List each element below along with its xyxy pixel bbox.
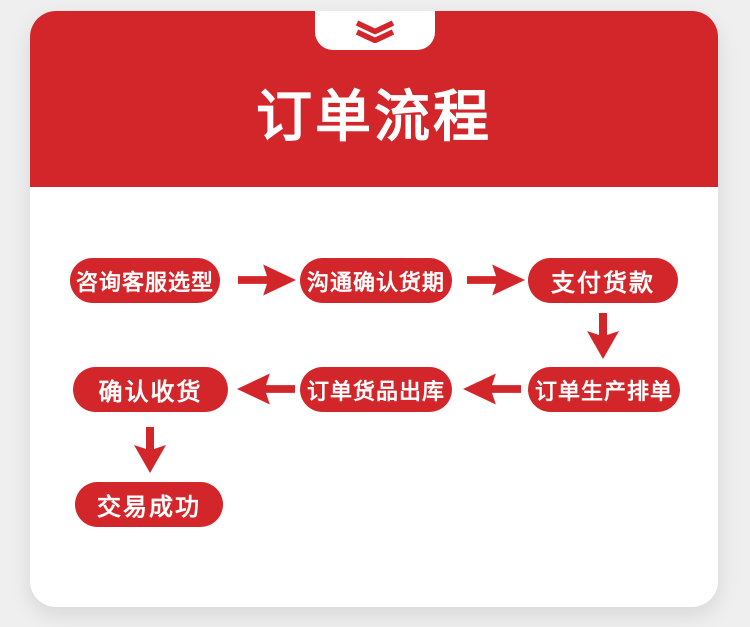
step-transaction-success: 交易成功 bbox=[75, 482, 223, 527]
arrow-down-icon bbox=[134, 427, 166, 473]
step-confirm-receipt: 确认收货 bbox=[73, 367, 228, 412]
step-consult-service: 咨询客服选型 bbox=[70, 258, 220, 303]
step-pay: 支付货款 bbox=[528, 258, 678, 303]
step-confirm-delivery-date: 沟通确认货期 bbox=[300, 258, 452, 303]
step-goods-shipped: 订单货品出库 bbox=[300, 367, 452, 412]
arrow-down-icon bbox=[587, 313, 619, 359]
double-chevron-down-icon bbox=[355, 20, 395, 43]
arrow-right-icon bbox=[467, 264, 525, 296]
arrow-left-icon bbox=[237, 373, 295, 405]
step-production-scheduling: 订单生产排单 bbox=[528, 367, 680, 412]
page-title: 订单流程 bbox=[256, 85, 492, 148]
order-process-card: 订单流程 咨询客服选型 沟通确认货期 支付货款 确认收货 订单货品出库 订单生产… bbox=[30, 11, 718, 607]
arrow-left-icon bbox=[463, 373, 521, 405]
arrow-right-icon bbox=[238, 264, 296, 296]
header-notch bbox=[315, 11, 435, 50]
